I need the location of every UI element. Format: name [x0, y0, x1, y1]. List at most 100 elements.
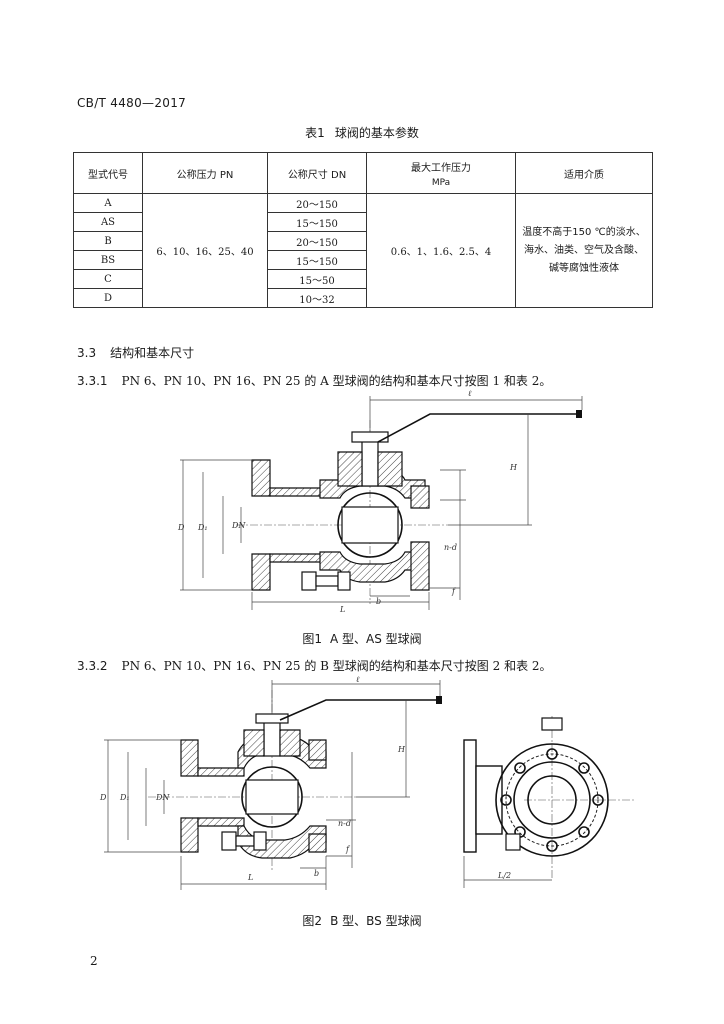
cell-medium: 温度不高于150 ℃的淡水、海水、油类、空气及含酸、碱等腐蚀性液体 [515, 193, 653, 308]
cell-type: D [73, 288, 143, 308]
fig2-label-f: f [345, 845, 351, 854]
fig2-end-bore [527, 775, 577, 825]
table-header-row: 型式代号 公称压力 PN 公称尺寸 DN 最大工作压力 MPa 适用介质 [73, 152, 653, 194]
fig1-left-flange-top [251, 459, 271, 497]
table-row: D 10～32 [73, 288, 653, 308]
fig2-label-L: L [247, 873, 253, 882]
figure2-drawing: ℓ H D D₁ DN n-d L b f [99, 675, 634, 890]
fig2-end-body-side [475, 765, 503, 835]
bolt-hole [546, 748, 558, 760]
fig2-end-view: L/2 [463, 716, 634, 888]
fig1-stem-nut [351, 431, 389, 443]
fig1-stem [361, 439, 379, 487]
bolt-hole [592, 794, 604, 806]
section-title: 结构和基本尺寸 [110, 346, 195, 360]
fig2-label-DN: DN [155, 793, 170, 802]
fig1-ball-bore [341, 506, 399, 544]
table1-caption-number: 表1 [305, 126, 325, 140]
section-number: 3.3 [77, 346, 97, 360]
table-row: C 15～50 [73, 269, 653, 289]
fig2-ball [241, 766, 303, 828]
header-max-pressure-label: 最大工作压力 [411, 162, 471, 174]
fig2-right-flange-bottom [308, 833, 327, 853]
fig1-label-l: ℓ [468, 389, 472, 398]
fig2-label-D1: D₁ [119, 793, 130, 802]
figure1-caption-title: A 型、AS 型球阀 [329, 632, 422, 646]
fig1-label-DN: DN [231, 521, 246, 530]
fig2-end-flange-face [513, 761, 591, 839]
fig2-left-wall-top [197, 767, 245, 777]
header-nominal-pressure: 公称压力 PN [142, 152, 268, 194]
fig1-handle-tip [576, 410, 582, 418]
fig2-end-nut [505, 833, 521, 851]
table-row: BS 15～150 [73, 250, 653, 270]
fig2-ball-bore [245, 779, 299, 815]
fig2-left-flange-top [180, 739, 199, 777]
fig1-bolt-nut-right [337, 571, 351, 591]
fig2-handle [279, 699, 440, 721]
bolt-hole [578, 762, 590, 774]
fig1-gland-left [337, 451, 363, 487]
fig1-label-D1: D₁ [197, 523, 208, 532]
cell-max-pressure: 0.6、1、1.6、2.5、4 [366, 193, 516, 308]
cell-nominal-pressure: 6、10、16、25、40 [142, 193, 268, 308]
clause-3-3-2: 3.3.2 PN 6、PN 10、PN 16、PN 25 的 B 型球阀的结构和基… [77, 657, 552, 674]
figure1-caption: 图1 A 型、AS 型球阀 [0, 630, 724, 647]
header-max-pressure-unit: MPa [431, 177, 451, 188]
fig2-label-L2: L/2 [497, 871, 511, 880]
bolt-hole [578, 826, 590, 838]
fig1-left-flange-bottom [251, 553, 271, 591]
figure2-caption-number: 图2 [302, 914, 323, 928]
fig1-handle [377, 413, 580, 443]
fig1-bolt-shank [315, 575, 339, 587]
fig2-left-flange-bottom [180, 817, 199, 853]
table-row: B 20～150 [73, 231, 653, 251]
fig2-end-stem-top [541, 717, 563, 731]
fig1-right-flange-top [410, 485, 430, 509]
fig1-label-f: f [451, 587, 457, 596]
fig2-right-flange-top [308, 739, 327, 761]
table1-caption-title: 球阀的基本参数 [334, 126, 419, 140]
cell-size: 10～32 [267, 288, 367, 308]
table-row: AS 15～150 [73, 212, 653, 232]
fig2-bolt-nut-left [221, 831, 237, 851]
clause-3-3-1-number: 3.3.1 [77, 374, 108, 388]
fig1-gland-right [377, 451, 403, 487]
header-type-code: 型式代号 [73, 152, 143, 194]
fig2-left-wall-bottom [197, 817, 245, 827]
table1-caption: 表1 球阀的基本参数 [0, 124, 724, 141]
bolt-hole [514, 762, 526, 774]
fig2-label-l: ℓ [356, 675, 360, 684]
bolt-hole [500, 794, 512, 806]
fig1-label-nd: n-d [444, 543, 457, 552]
fig1-label-H: H [509, 463, 518, 472]
fig1-label-D: D [177, 523, 185, 532]
fig2-label-H: H [397, 745, 406, 754]
fig2-gland-right [279, 729, 301, 757]
fig2-label-b: b [314, 869, 319, 878]
fig2-end-flange-side [463, 739, 477, 853]
fig1-label-L: L [339, 605, 345, 614]
fig2-bolt-shank [235, 835, 255, 847]
figure1-caption-number: 图1 [302, 632, 322, 646]
clause-3-3-2-text: PN 6、PN 10、PN 16、PN 25 的 B 型球阀的结构和基本尺寸按图… [121, 659, 552, 673]
fig2-label-D: D [99, 793, 107, 802]
fig1-bolt-nut-left [301, 571, 317, 591]
standard-code-header: CB/T 4480—2017 [77, 96, 187, 110]
figure2-caption-title: B 型、BS 型球阀 [330, 914, 422, 928]
fig2-handle-tip [436, 696, 442, 704]
fig1-label-b: b [376, 597, 381, 606]
figure2-caption: 图2 B 型、BS 型球阀 [0, 912, 724, 929]
fig2-stem [263, 719, 281, 757]
clause-3-3-2-number: 3.3.2 [77, 659, 108, 673]
fig2-label-nd: n-d [338, 819, 351, 828]
parameters-table: 型式代号 公称压力 PN 公称尺寸 DN 最大工作压力 MPa 适用介质 A 6… [73, 152, 653, 308]
fig1-right-flange-bottom [410, 541, 430, 591]
fig1-ball [337, 492, 403, 558]
fig2-bolt-nut-right [253, 831, 267, 851]
bolt-hole [546, 840, 558, 852]
figure1-drawing: ℓ H D D₁ DN n-d L b f [177, 389, 583, 614]
